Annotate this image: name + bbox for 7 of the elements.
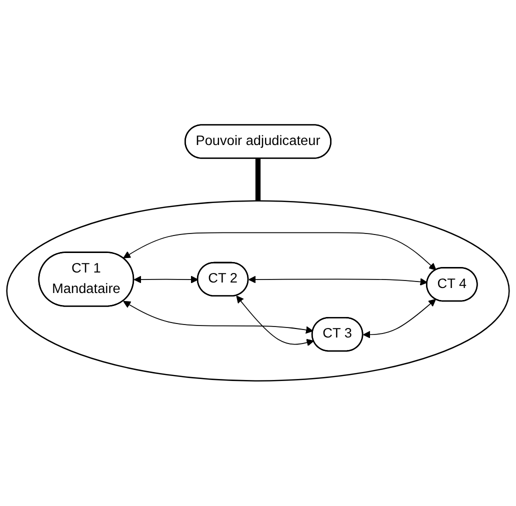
arrow (123, 301, 314, 334)
arrow (134, 276, 198, 284)
arrow (248, 276, 428, 286)
arrow (123, 232, 436, 271)
arrow (236, 296, 314, 346)
arrow (363, 299, 436, 339)
connector (255, 158, 261, 201)
